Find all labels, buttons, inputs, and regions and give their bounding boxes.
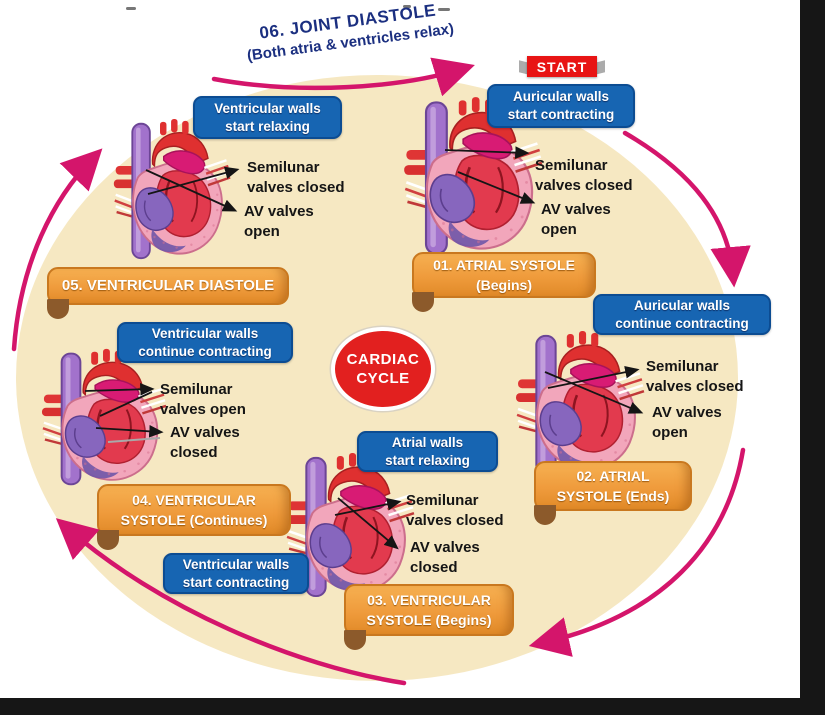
stage-06-title: 06. JOINT DIASTOLE (Both atria & ventric… xyxy=(217,0,482,68)
screen-edge-bottom xyxy=(0,698,825,715)
banner-curl xyxy=(412,292,434,312)
heart-illustration-stage-05 xyxy=(112,118,232,260)
stage-banner-01: 01. ATRIAL SYSTOLE(Begins) xyxy=(412,252,596,312)
start-badge: START xyxy=(527,56,597,77)
stage-banner-05: 05. VENTRICULAR DIASTOLE xyxy=(47,267,289,319)
heart-illustration-stage-04 xyxy=(40,348,168,486)
screen-edge-right xyxy=(800,0,825,715)
cardiac-cycle-center-badge: CARDIAC CYCLE xyxy=(331,327,435,411)
heart-illustration-stage-02 xyxy=(514,330,646,476)
